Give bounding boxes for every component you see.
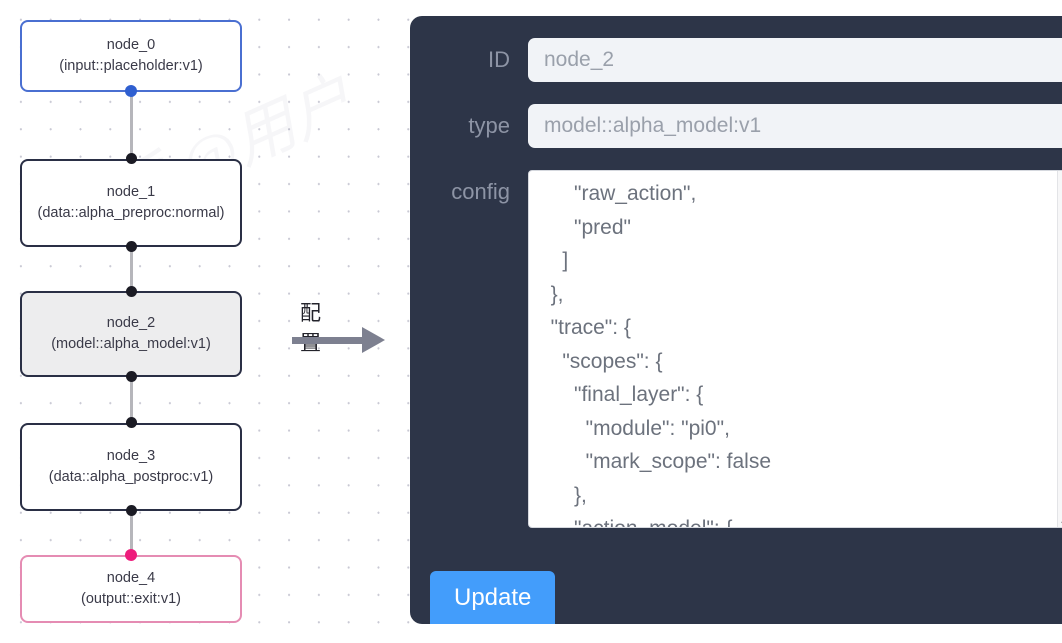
node-handle-source-node_1[interactable] (126, 241, 137, 252)
field-row-type: type (410, 104, 1062, 148)
node-label: node_2(model::alpha_model:v1) (51, 314, 211, 352)
edge-node2-node3 (130, 372, 133, 424)
edge-node3-node4 (130, 508, 133, 551)
graph-node-node_2[interactable]: node_2(model::alpha_model:v1) (20, 291, 242, 377)
node-label: node_4(output::exit:v1) (81, 569, 181, 607)
type-input[interactable] (528, 104, 1062, 148)
node-handle-source-node_3[interactable] (126, 505, 137, 516)
config-field-label: config (451, 179, 510, 204)
node-handle-target-node_4[interactable] (125, 549, 137, 561)
config-textarea[interactable]: "raw_action", "pred" ] }, "trace": { "sc… (528, 170, 1062, 528)
graph-node-node_3[interactable]: node_3(data::alpha_postproc:v1) (20, 423, 242, 511)
edge-node1-node2 (130, 245, 133, 300)
arrow-shaft (292, 337, 364, 344)
graph-node-node_1[interactable]: node_1(data::alpha_preproc:normal) (20, 159, 242, 247)
config-textarea-wrapper: "raw_action", "pred" ] }, "trace": { "sc… (528, 170, 1062, 528)
node-handle-target-node_2[interactable] (126, 286, 137, 297)
edge-node0-node1 (130, 88, 133, 160)
arrow-head-icon (362, 327, 385, 353)
node-handle-target-node_3[interactable] (126, 417, 137, 428)
node-label: node_0(input::placeholder:v1) (59, 36, 203, 74)
field-row-id: ID (410, 38, 1062, 82)
id-field-label: ID (488, 47, 510, 72)
id-input[interactable] (528, 38, 1062, 82)
type-field-label: type (468, 113, 510, 138)
update-button[interactable]: Update (430, 571, 556, 624)
field-row-config: config "raw_action", "pred" ] }, "trace"… (410, 170, 1062, 528)
graph-node-node_0[interactable]: node_0(input::placeholder:v1) (20, 20, 242, 92)
node-label: node_1(data::alpha_preproc:normal) (37, 183, 225, 221)
node-handle-target-node_1[interactable] (126, 153, 137, 164)
node-label: node_3(data::alpha_postproc:v1) (48, 447, 214, 485)
graph-node-node_4[interactable]: node_4(output::exit:v1) (20, 555, 242, 623)
node-inspector-panel: ID type config "raw_action", "pred" ] },… (410, 16, 1062, 624)
node-handle-source-node_0[interactable] (125, 85, 137, 97)
node-handle-source-node_2[interactable] (126, 371, 137, 382)
config-scrollbar[interactable] (1057, 171, 1062, 527)
arrow-label: 配置 (300, 301, 322, 355)
